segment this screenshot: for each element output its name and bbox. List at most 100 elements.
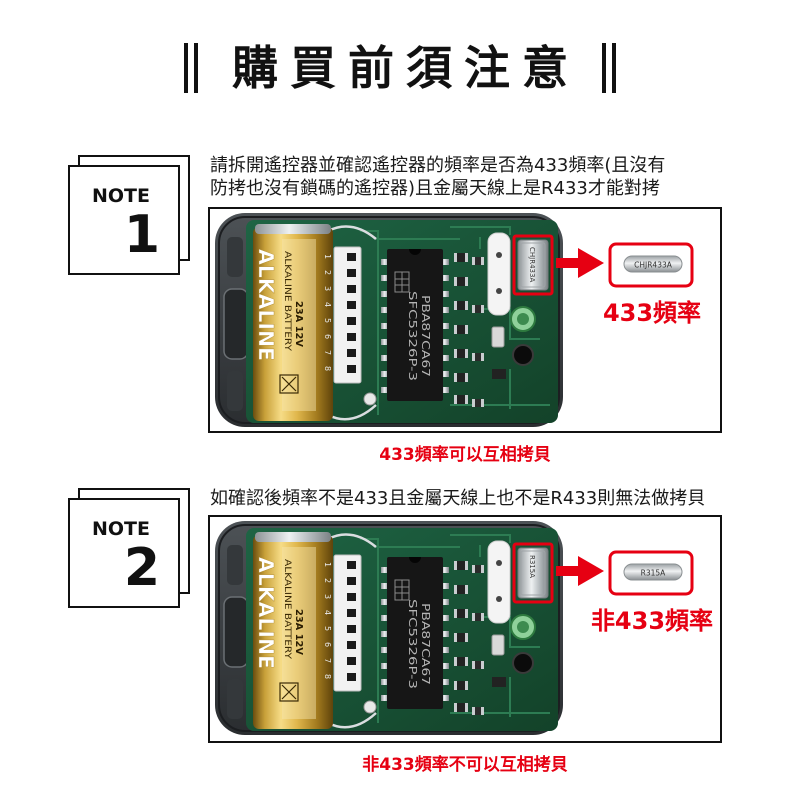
chip-pin (441, 387, 449, 393)
chip-pin (381, 355, 389, 361)
smd-terminal (465, 561, 468, 570)
battery-spec-text: 23A 12V (293, 609, 304, 655)
dip-switch-number: 5 (323, 626, 332, 631)
battery-type-text: ALKALINE BATTERY (282, 559, 292, 660)
badge-number: 1 (123, 205, 160, 265)
crystal-highlight-box (512, 234, 554, 296)
chip-pin (441, 291, 449, 297)
smd-terminal (454, 585, 457, 594)
smd-terminal (481, 565, 484, 573)
smd-terminal (454, 561, 457, 570)
smd-terminal (472, 565, 475, 573)
smd-terminal (472, 613, 475, 621)
dip-switch-toggle (347, 333, 356, 341)
battery-brand-text: ALKALINE (254, 557, 278, 669)
ic-chip (387, 249, 443, 401)
dip-switch-number: 7 (323, 350, 332, 355)
battery-clip (327, 225, 377, 240)
smd-capacitor (472, 257, 484, 265)
chip-notch (409, 557, 421, 563)
chip-pin (441, 663, 449, 669)
smd-terminal (465, 373, 468, 382)
badge-number: 2 (123, 538, 160, 598)
contact-pad-dot (496, 596, 502, 602)
chip-pin (381, 323, 389, 329)
recycle-icon-cross (281, 684, 297, 700)
recycle-icon-frame (279, 682, 299, 702)
smd-terminal (472, 257, 475, 265)
smd-resistor (454, 633, 468, 642)
smd-terminal (465, 301, 468, 310)
chip-pin (381, 663, 389, 669)
dip-switch-toggle (347, 625, 356, 633)
chip-pin (441, 259, 449, 265)
battery-spec-text: 23A 12V (293, 301, 304, 347)
description-line: 防拷也沒有鎖碼的遙控器)且金屬天線上是R433才能對拷 (210, 178, 660, 199)
battery (253, 535, 333, 729)
zoomed-crystal (623, 255, 683, 273)
smd-resistor (492, 677, 506, 687)
smd-terminal (454, 609, 457, 618)
dip-switch-number: 6 (323, 334, 332, 339)
dip-switch (333, 246, 362, 384)
contact-pad-dot (496, 560, 502, 566)
battery (253, 227, 333, 421)
chip-pin (441, 695, 449, 701)
housing-grip (227, 237, 243, 277)
chip-pin (441, 355, 449, 361)
dip-switch-number: 4 (323, 610, 332, 615)
chip-pin (381, 339, 389, 345)
crystal-resonator (517, 239, 549, 291)
mount-hole (512, 344, 534, 366)
housing-grip (227, 679, 243, 719)
crystal-marking: R315A (528, 555, 536, 578)
smd-capacitor (472, 305, 484, 313)
smd-resistor (454, 277, 468, 286)
dip-switch-number: 2 (323, 270, 332, 275)
smd-resistor (454, 301, 468, 310)
badge-front-frame: NOTE 1 (68, 165, 180, 275)
smd-terminal (454, 703, 457, 712)
solder-pad (363, 700, 377, 714)
smd-resistor (454, 561, 468, 570)
smd-capacitor (472, 613, 484, 621)
battery-brand-text: ALKALINE (254, 249, 278, 361)
crystal-highlight-box (512, 542, 554, 604)
smd-terminal (481, 399, 484, 407)
chip-pin (381, 583, 389, 589)
dip-switch-toggle (347, 673, 356, 681)
recycle-icon-frame (279, 374, 299, 394)
smd-capacitor (472, 661, 484, 669)
smd-terminal (465, 585, 468, 594)
chip-pin (381, 679, 389, 685)
smd-terminal (472, 661, 475, 669)
smd-terminal (481, 661, 484, 669)
dip-switch-toggle (347, 285, 356, 293)
smd-capacitor (472, 353, 484, 361)
housing-side-tab (223, 288, 249, 360)
dip-switch-number: 8 (323, 674, 332, 679)
dip-switch-toggle (347, 365, 356, 373)
smd-capacitor (472, 707, 484, 715)
recycle-icon-cross (281, 376, 297, 392)
smd-terminal (465, 349, 468, 358)
dip-switch-toggle (347, 317, 356, 325)
smd-resistor (454, 703, 468, 712)
smd-terminal (472, 399, 475, 407)
chip-pin (441, 307, 449, 313)
chip-pin (381, 647, 389, 653)
chip-logo-icon (394, 579, 410, 601)
housing-grip (227, 545, 243, 585)
smd-terminal (465, 681, 468, 690)
page-heading: 購買前須注意 (0, 38, 800, 98)
note-caption: 433頻率可以互相拷貝 (379, 445, 551, 465)
housing-side-tab (223, 596, 249, 668)
chip-logo-grid (395, 580, 409, 600)
chip-pin (381, 307, 389, 313)
dip-switch-number: 1 (323, 562, 332, 567)
chip-pin (441, 339, 449, 345)
antenna-coil-center (517, 621, 529, 633)
chip-pin (441, 371, 449, 377)
chip-marking: SFC5326P-3 (406, 599, 419, 689)
smd-terminal (465, 703, 468, 712)
